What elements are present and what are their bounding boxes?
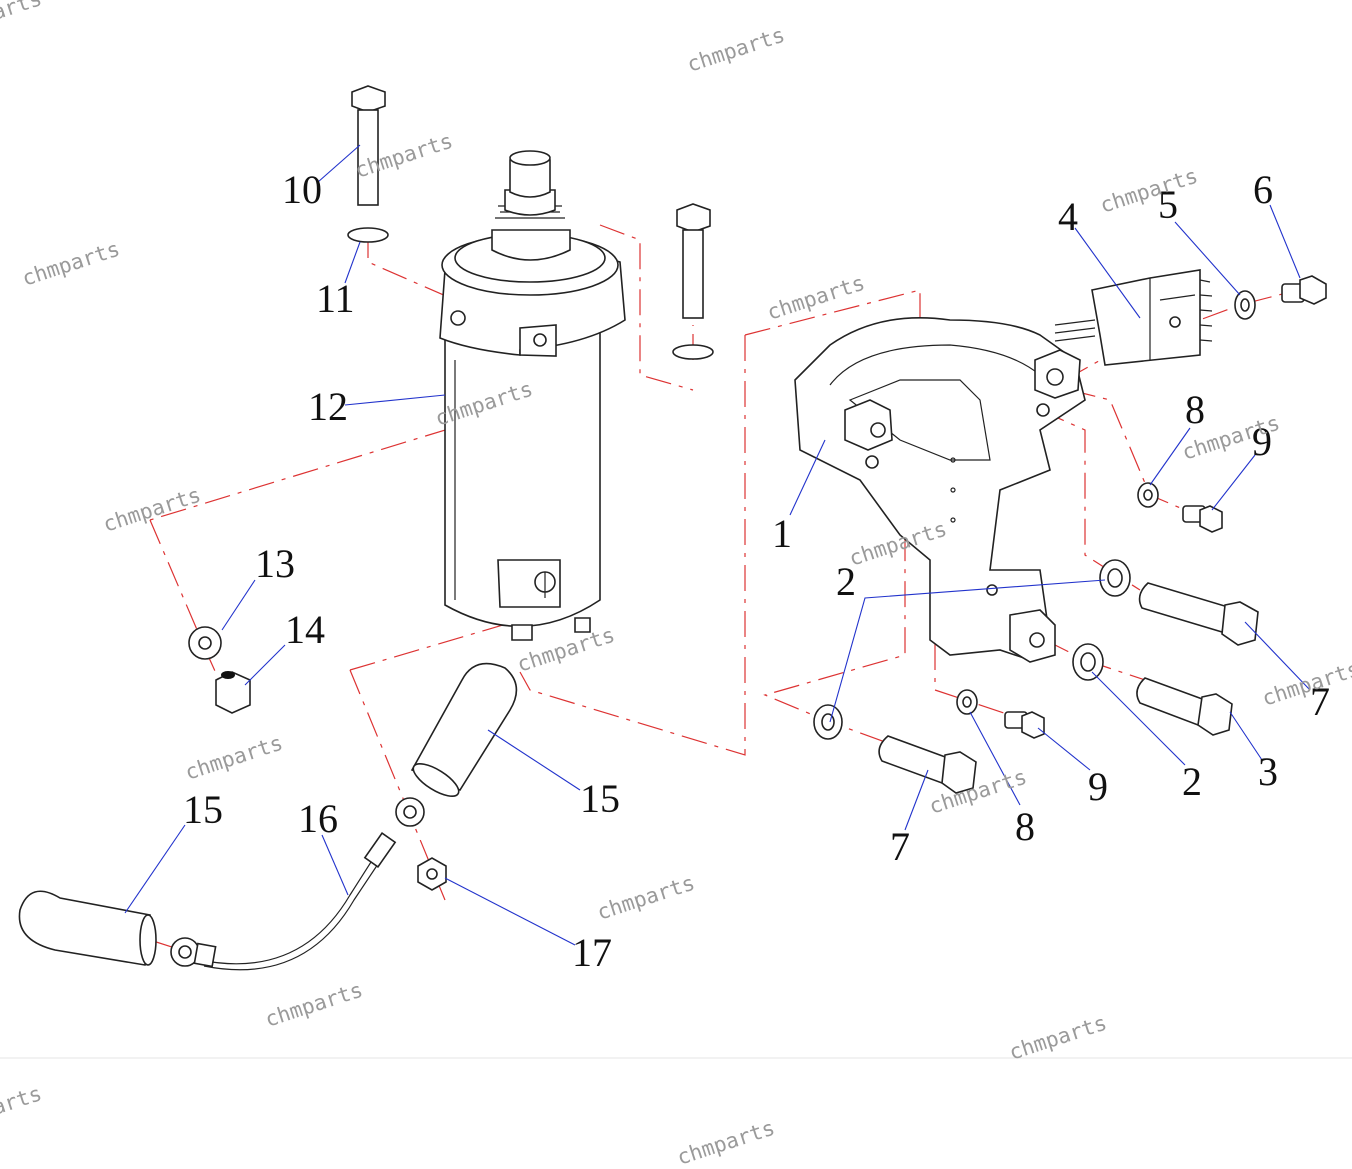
callout-8-lower: 8 (1015, 804, 1035, 849)
washer-upper (672, 344, 714, 360)
callout-14: 14 (285, 607, 325, 652)
watermark: chmparts (100, 483, 204, 537)
bolt-9-lower (1004, 711, 1045, 739)
watermark: chmparts (764, 271, 868, 325)
watermark: chmparts (594, 871, 698, 925)
bolt-upper (676, 203, 711, 319)
starter-cable-16 (170, 797, 425, 971)
callout-leaders (124, 144, 1311, 946)
callout-7-right: 7 (1310, 679, 1330, 724)
callout-16: 16 (298, 796, 338, 841)
watermark: chmparts (684, 23, 788, 77)
bolt-7-lower (878, 735, 977, 794)
bolt-10 (351, 85, 386, 206)
watermark: chmparts (674, 1116, 778, 1169)
watermark: chmparts (1259, 657, 1352, 711)
watermark: chmparts (262, 978, 366, 1032)
callout-11: 11 (316, 276, 355, 321)
callout-9-lower: 9 (1088, 764, 1108, 809)
callout-17: 17 (572, 930, 612, 975)
callout-5: 5 (1158, 182, 1178, 227)
bolt-3 (1136, 677, 1233, 736)
watermark: chmparts (1097, 164, 1201, 218)
callout-8-upper: 8 (1185, 387, 1205, 432)
callout-13: 13 (255, 541, 295, 586)
bolt-9-upper (1182, 505, 1223, 533)
washer-11 (347, 227, 389, 243)
terminal-boot-15-upper (410, 662, 518, 797)
nut-14 (215, 671, 251, 714)
bolt-7-right (1138, 582, 1259, 646)
callout-12: 12 (308, 384, 348, 429)
callout-numbers: 1 2 2 3 4 5 6 7 7 8 8 9 9 10 11 12 13 14… (183, 167, 1330, 975)
callout-15-lower: 15 (183, 787, 223, 832)
callout-9-upper: 9 (1252, 419, 1272, 464)
starter-bracket-1 (794, 317, 1086, 663)
callout-10: 10 (282, 167, 322, 212)
starter-motor (439, 150, 626, 641)
watermark: chmparts (1006, 1011, 1110, 1065)
callout-15-upper: 15 (580, 776, 620, 821)
callout-3: 3 (1258, 749, 1278, 794)
watermark: chmparts (19, 237, 123, 291)
nut-17 (417, 857, 447, 891)
callout-1: 1 (772, 511, 792, 556)
watermark-fragment-top-left: arts (0, 0, 45, 25)
callout-4: 4 (1058, 194, 1078, 239)
callout-7-lower: 7 (890, 824, 910, 869)
solenoid-relay-4 (1054, 269, 1213, 366)
callout-2-right: 2 (1182, 759, 1202, 804)
watermark: chmparts (182, 731, 286, 785)
callout-6: 6 (1253, 167, 1273, 212)
bolt-6 (1281, 275, 1327, 305)
callout-2-left: 2 (836, 559, 856, 604)
terminal-boot-15-lower (18, 890, 157, 966)
watermark-fragment-bottom-left: arts (0, 1081, 45, 1119)
